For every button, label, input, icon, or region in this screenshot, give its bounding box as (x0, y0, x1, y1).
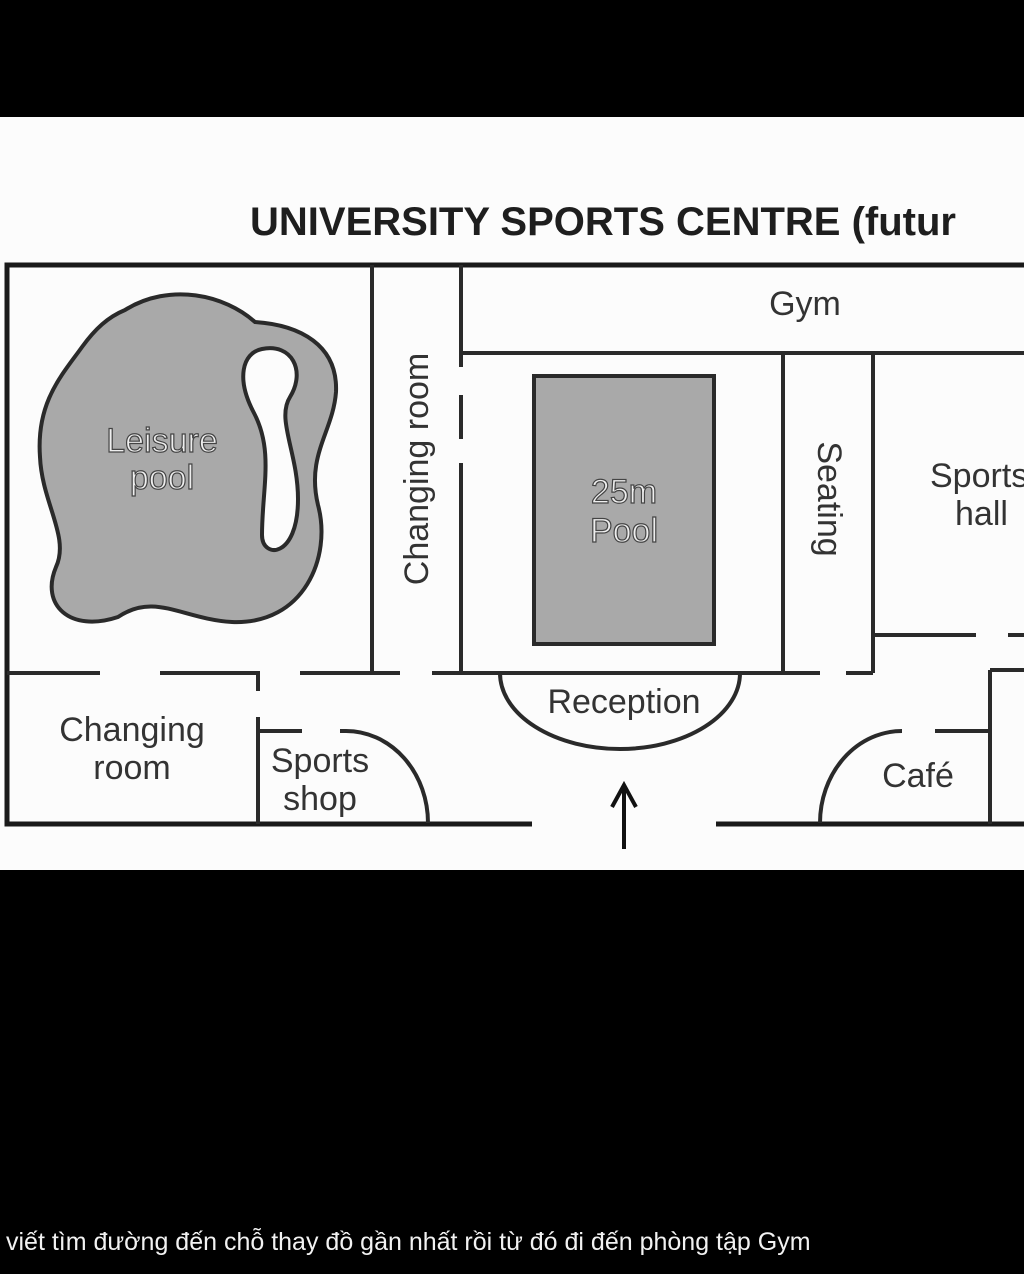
sports-hall-label-line2: hall (955, 495, 1008, 533)
outer-walls (4, 262, 1024, 827)
entrance-arrow-icon (610, 780, 638, 849)
sports-shop-label-line2: shop (283, 780, 357, 818)
leisure-pool: Leisure pool (37, 292, 339, 625)
caption-text: viết tìm đường đến chỗ thay đồ gần nhất … (6, 1228, 811, 1256)
seating-label: Seating (810, 441, 848, 556)
changing-room-bottom-label-line1: Changing (59, 711, 205, 749)
floor-plan-image: UNIVERSITY SPORTS CENTRE (futur (0, 117, 1024, 870)
pool-25m-label-line1: 25m (591, 473, 657, 511)
leisure-pool-label-line1: Leisure (106, 422, 218, 460)
gym-label: Gym (769, 285, 841, 323)
sports-shop-label-line1: Sports (271, 742, 369, 780)
cafe-label: Café (882, 757, 954, 795)
pool-25m-label-line2: Pool (590, 512, 658, 550)
changing-room-vertical-label: Changing room (398, 353, 436, 585)
plan-title: UNIVERSITY SPORTS CENTRE (futur (250, 200, 956, 244)
pool-25m: 25m Pool (532, 374, 716, 646)
sports-hall-label-line1: Sports (930, 457, 1024, 495)
leisure-pool-label-line2: pool (130, 459, 194, 497)
reception-label: Reception (547, 683, 700, 721)
interior-walls (7, 265, 1024, 824)
changing-room-bottom-label-line2: room (93, 749, 170, 787)
